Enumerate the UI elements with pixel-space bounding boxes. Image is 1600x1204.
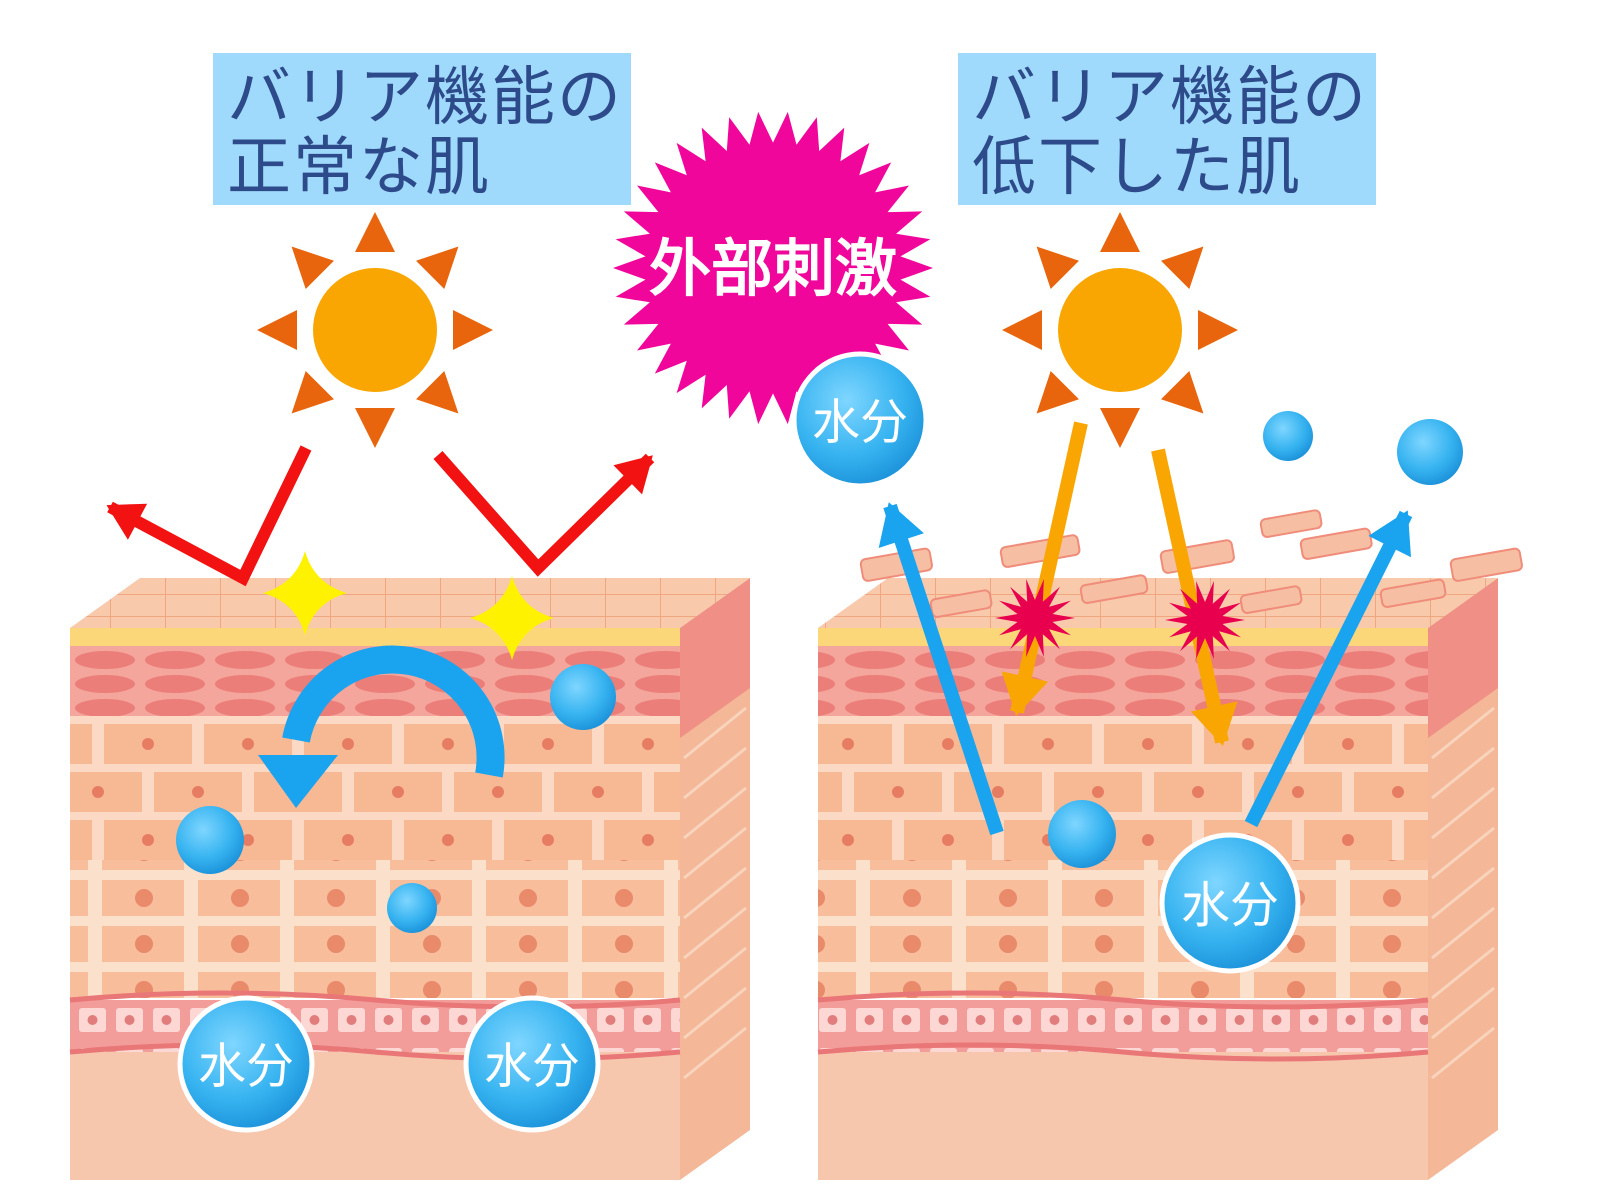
sun-ray: [291, 371, 334, 414]
sun-ray: [1002, 310, 1042, 350]
damaged-skin-block: [817, 509, 1523, 1180]
sun-icon-right: [1002, 212, 1238, 448]
dermis-layer: [818, 1052, 1428, 1180]
stratum-corneum-top: [70, 578, 750, 628]
skin-flake: [929, 589, 993, 618]
title-damaged-skin: バリア機能の 低下した肌: [958, 53, 1376, 205]
sparkle-icon-1: [263, 551, 347, 635]
moisture-drop-right: 水分: [1159, 832, 1301, 974]
stratum-corneum-layer: [70, 628, 680, 646]
title-healthy-line1: バリア機能の: [227, 61, 623, 135]
sun-ray: [1100, 212, 1140, 252]
title-healthy-skin: バリア機能の 正常な肌: [213, 53, 631, 205]
reflected-uv-arrow-right: [433, 451, 655, 577]
sun-ray: [1036, 371, 1079, 414]
skin-flake: [1299, 527, 1373, 560]
sun-ray: [453, 310, 493, 350]
moisture-label: 水分: [812, 394, 908, 450]
penetrating-uv-arrow-2: [1151, 448, 1238, 746]
spinous-layer-3: [818, 812, 1428, 860]
skin-flake: [1079, 574, 1149, 604]
sun-ray: [416, 371, 459, 414]
moisture-drop-escaping: 水分: [791, 351, 929, 489]
sun-disc: [1058, 268, 1182, 392]
penetrating-uv-arrow-1: [1001, 421, 1088, 716]
moisture-label: 水分: [1181, 877, 1279, 934]
sun-ray: [1198, 310, 1238, 350]
spinous-layer-3: [70, 812, 680, 860]
sun-ray: [355, 212, 395, 252]
title-damaged-line2: 低下した肌: [972, 131, 1302, 205]
skin-front-face: [69, 628, 681, 1180]
skin-side-face: [680, 578, 750, 1180]
healthy-skin-block: [69, 578, 750, 1180]
sun-ray: [416, 246, 459, 289]
sun-ray: [1036, 246, 1079, 289]
spinous-layer-2: [70, 764, 680, 812]
water-drop-icon: [550, 664, 616, 730]
moisture-drop-left-2: 水分: [463, 995, 601, 1133]
spinous-layer-1: [818, 716, 1428, 764]
sun-ray: [1100, 408, 1140, 448]
sun-ray: [257, 310, 297, 350]
external-stimulus-burst: 外部刺激: [613, 111, 933, 425]
skin-flake: [1239, 585, 1303, 614]
skin-flake: [859, 547, 933, 582]
water-drop-icon: [176, 806, 244, 874]
reflected-uv-arrow-left: [106, 445, 312, 587]
lower-spinous-layer: [70, 860, 680, 998]
sun-ray: [355, 408, 395, 448]
water-drop-icon: [1048, 800, 1116, 868]
sun-disc: [313, 268, 437, 392]
moisture-drop-left-1: 水分: [177, 995, 315, 1133]
skin-flake: [999, 534, 1081, 568]
skin-flake: [1159, 539, 1235, 574]
water-drop-icon: [387, 883, 437, 933]
diagram-overlay: 外部刺激水分水分水分水分: [106, 111, 1463, 1133]
sun-ray: [1161, 246, 1204, 289]
water-drop-icon: [1397, 419, 1463, 485]
sun-icon-left: [257, 212, 493, 448]
moisture-label: 水分: [484, 1038, 580, 1094]
skin-flake: [1449, 547, 1523, 582]
moisture-retention-circular-arrow: [258, 645, 505, 808]
damage-burst-icon-2: [1165, 581, 1245, 659]
damage-burst-icon-1: [995, 579, 1075, 657]
moisture-escape-arrow-right: [1244, 510, 1413, 828]
skin-flake: [1379, 578, 1447, 608]
stimulus-label: 外部刺激: [649, 232, 897, 305]
sparkle-icon-2: [470, 576, 554, 660]
lower-spinous-layer: [818, 860, 1428, 998]
spinous-layer-2: [818, 764, 1428, 812]
skin-front-face: [817, 628, 1429, 1180]
title-healthy-line2: 正常な肌: [227, 131, 491, 205]
skin-flake: [1259, 509, 1323, 538]
water-drop-icon: [1263, 411, 1313, 461]
sun-ray: [1161, 371, 1204, 414]
moisture-label: 水分: [198, 1038, 294, 1094]
moisture-escape-arrow-left: [878, 502, 1004, 836]
skin-side-face: [1428, 578, 1498, 1180]
title-damaged-line1: バリア機能の: [972, 61, 1368, 135]
sun-ray: [291, 246, 334, 289]
stratum-corneum-layer: [818, 628, 1428, 646]
stimulus-burst-shape: [613, 111, 933, 425]
